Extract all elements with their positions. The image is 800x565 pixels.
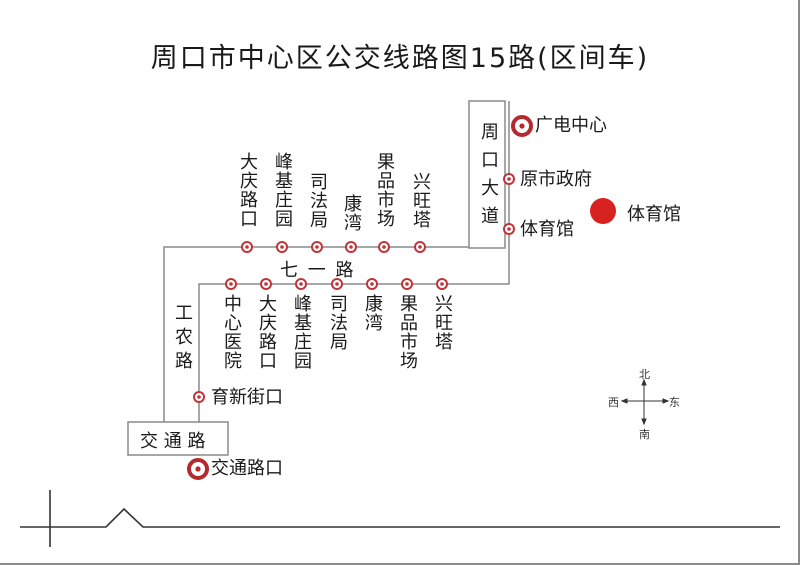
route-line-southbound [198,101,510,422]
compass-east-label: 东 [669,396,680,409]
stop-label-zhongxin-yiyuan: 中心医院 [221,294,242,370]
baseline [20,507,780,528]
stop-marker-icon [276,241,288,253]
stop-marker-icon [401,278,413,290]
stop-label-sifaju-s: 司法局 [327,294,348,351]
road-label-zhoukou-dadao: 周口大道 [478,122,499,234]
stop-label-xingwangta-s: 兴旺塔 [432,294,453,351]
stop-marker-icon [225,278,237,290]
road-label-qiyi-lu: 七 一 路 [280,260,356,281]
route-line-northbound [163,246,469,422]
stop-label-yuan-shizhengfu: 原市政府 [520,169,592,190]
stop-marker-icon [260,278,272,290]
stop-label-xingwangta-n: 兴旺塔 [410,172,431,229]
stop-label-tiyuguan: 体育馆 [520,219,574,240]
stop-label-daqing-lukou-s: 大庆路口 [256,294,277,370]
terminal-label-guangdian-zhongxin: 广电中心 [535,115,607,136]
stop-label-fengji-zhuangyuan-n: 峰基庄园 [272,152,293,228]
stop-marker-icon [241,241,253,253]
stop-label-yuxin-jiekou: 育新街口 [211,387,283,408]
stop-label-guopin-shichang-n: 果品市场 [374,152,395,228]
landmark-label-tiyuguan: 体育馆 [627,204,681,225]
stop-label-guopin-shichang-s: 果品市场 [397,294,418,370]
road-label-jiaotong-lu: 交 通 路 [140,431,206,452]
stop-marker-icon [414,241,426,253]
jiaotong-lu-box [127,421,229,456]
stop-marker-icon [503,223,515,235]
stop-marker-icon [193,391,205,403]
stop-marker-icon [366,278,378,290]
map-title: 周口市中心区公交线路图15路(区间车) [150,43,650,74]
zhoukou-dadao-box [468,100,506,249]
stop-marker-icon [503,173,515,185]
landmark-dot-icon [590,198,616,224]
stop-marker-icon [295,278,307,290]
stop-label-sifaju-n: 司法局 [307,172,328,229]
stop-marker-icon [378,241,390,253]
stop-label-kangwan-s: 康湾 [362,294,383,332]
terminal-label-jiaotong-lukou: 交通路口 [211,458,283,479]
stop-marker-icon [311,241,323,253]
road-label-gongnong-lu: 工农路 [172,303,193,375]
stop-label-kangwan-n: 康湾 [341,194,362,232]
stop-marker-icon [436,278,448,290]
compass-north-label: 北 [639,368,650,381]
stop-marker-icon [331,278,343,290]
compass [620,378,670,426]
terminal-marker-icon [511,115,533,137]
stop-label-fengji-zhuangyuan-s: 峰基庄园 [291,294,312,370]
compass-west-label: 西 [608,396,619,409]
stop-marker-icon [345,241,357,253]
compass-south-label: 南 [639,428,650,441]
terminal-marker-icon [187,458,209,480]
stop-label-daqing-lukou-n: 大庆路口 [237,152,258,228]
